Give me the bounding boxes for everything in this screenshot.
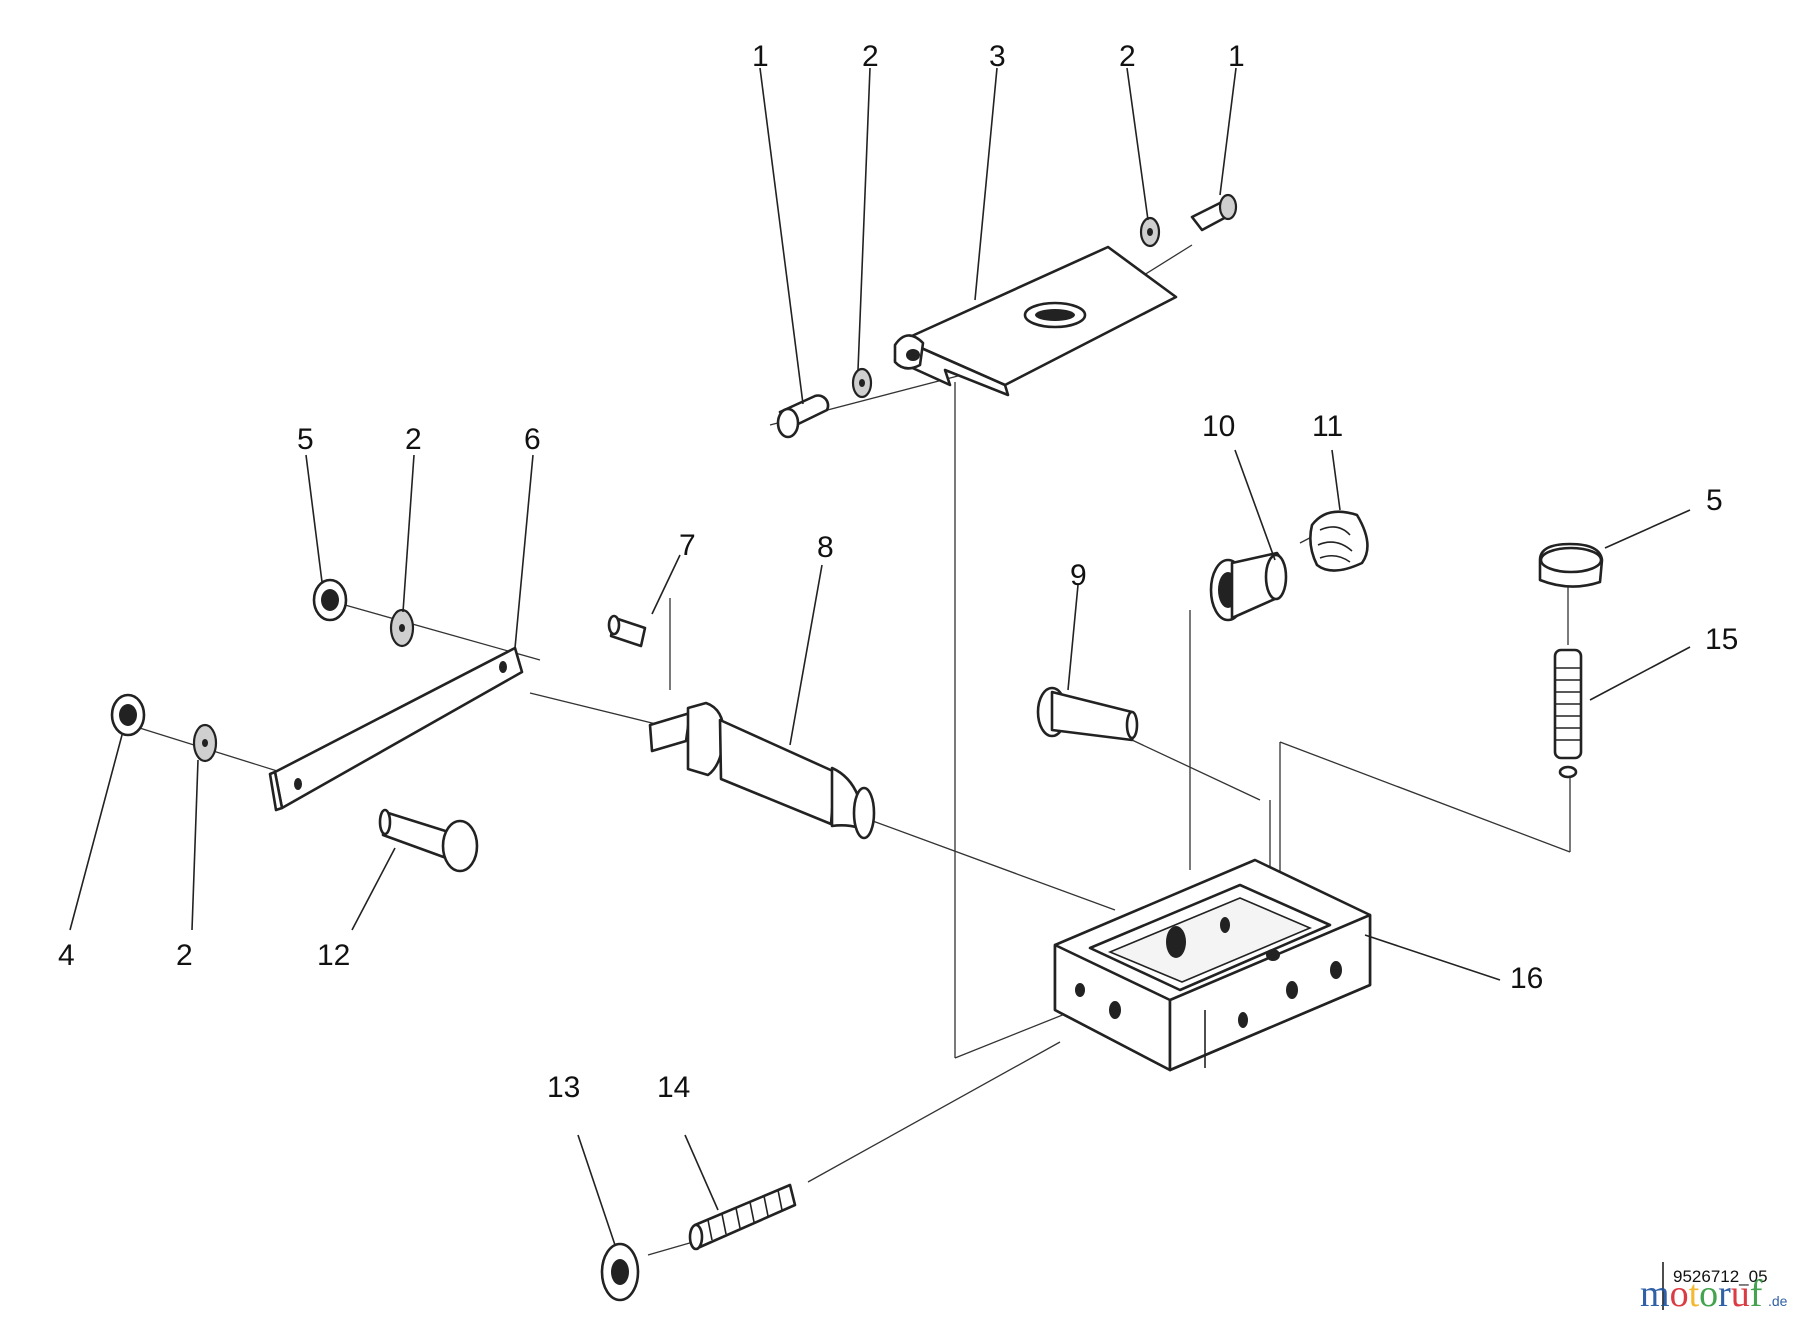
callout-10: 10 (1202, 410, 1235, 443)
part-6-link-bar (268, 646, 524, 812)
part-5-nut-left (312, 578, 348, 622)
callout-2-mid: 2 (405, 423, 422, 456)
callout-12: 12 (317, 939, 350, 972)
callout-15: 15 (1705, 623, 1738, 656)
part-8-shaft (648, 701, 876, 840)
part-11-spring (1309, 510, 1369, 572)
callout-9: 9 (1070, 559, 1087, 592)
part-2-washer-mid (389, 608, 415, 648)
callout-2-top-right: 2 (1119, 40, 1136, 73)
part-2-washer-lower (192, 723, 218, 763)
callout-5-right: 5 (1706, 484, 1723, 517)
callout-labels: 1 2 3 2 1 5 2 6 7 8 10 11 5 9 15 4 2 12 … (58, 40, 1738, 1104)
callout-8: 8 (817, 531, 834, 564)
callout-3: 3 (989, 40, 1006, 73)
part-16-housing (1053, 858, 1372, 1072)
svg-text:motoruf: motoruf (1640, 1273, 1763, 1315)
callout-4: 4 (58, 939, 75, 972)
drawing-number: 9526712_05 (1673, 1267, 1768, 1286)
callout-2-lower: 2 (176, 939, 193, 972)
part-7-pin (607, 614, 647, 648)
callout-1-top-right: 1 (1228, 40, 1245, 73)
callout-7: 7 (679, 529, 696, 562)
callout-11: 11 (1312, 410, 1343, 443)
callout-5-left: 5 (297, 423, 314, 456)
part-9-screw (1036, 686, 1139, 742)
part-12-screw (378, 808, 479, 873)
part-5-cap-right (1538, 542, 1604, 588)
part-4-nut (110, 693, 146, 737)
callout-6: 6 (524, 423, 541, 456)
part-10-plug (1209, 551, 1288, 622)
footer-stamp: 9526712_05 (1662, 1262, 1768, 1310)
leader-lines (69, 67, 1691, 1246)
callout-1-top-left: 1 (752, 40, 769, 73)
part-2-washer-right (1139, 216, 1161, 248)
part-3-bracket (893, 245, 1178, 397)
part-1-screw-left (776, 394, 830, 439)
callout-13: 13 (547, 1071, 580, 1104)
svg-text:.de: .de (1768, 1293, 1788, 1309)
callout-14: 14 (657, 1071, 690, 1104)
part-14-threaded-rod (688, 1183, 797, 1251)
motoruf-logo: motoruf .de (1640, 1273, 1788, 1315)
part-15-stud (1553, 648, 1583, 779)
part-1-screw-right (1190, 193, 1238, 232)
part-2-washer-left (851, 367, 873, 399)
part-13-nut (600, 1242, 640, 1302)
callout-16: 16 (1510, 962, 1543, 995)
callout-2-top-left: 2 (862, 40, 879, 73)
